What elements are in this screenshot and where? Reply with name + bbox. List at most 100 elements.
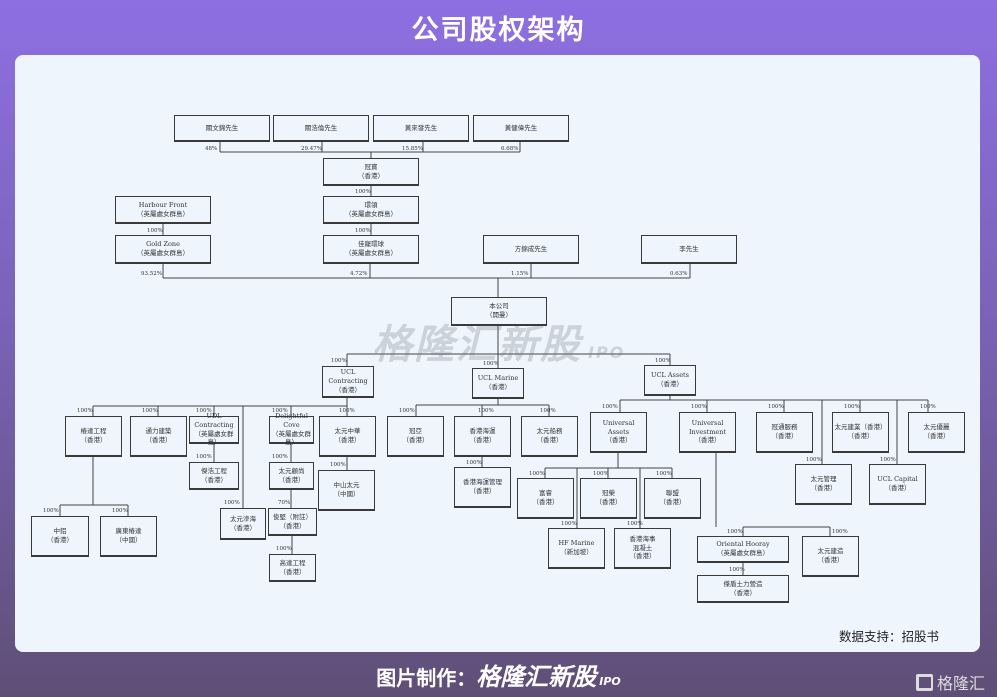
holding-percentage: 93.52% xyxy=(141,271,162,277)
entity-label: 太元船務 xyxy=(536,427,563,436)
holding-percentage: 100% xyxy=(77,408,93,414)
entity-label: （香港） xyxy=(595,498,622,506)
entity-label: 太元建造 xyxy=(817,547,844,556)
entity-box-tygl: 太元管理（香港） xyxy=(795,464,852,505)
entity-label: （香港） xyxy=(847,432,874,440)
entity-box-zsty: 中山太元（中國） xyxy=(318,470,375,511)
entity-label: Contracting xyxy=(328,377,368,386)
entity-box-tygs: 太元顧尚（香港） xyxy=(269,462,314,490)
entity-label: （香港） xyxy=(659,498,686,506)
entity-label: （英屬處女群島） xyxy=(717,549,769,557)
entity-label: （新加坡） xyxy=(560,548,593,556)
entity-label: 高達工程 xyxy=(279,558,306,567)
entity-label: Delightful Cove xyxy=(275,411,308,429)
entity-label: （香港） xyxy=(201,475,227,484)
brand-logo: 格隆汇 xyxy=(915,670,985,694)
entity-label: Oriental Hooray xyxy=(716,540,770,549)
data-source-note: 数据支持：招股书 xyxy=(838,629,939,644)
entity-label: （香港） xyxy=(279,521,306,530)
entity-label: 香港海事 xyxy=(629,534,656,543)
entity-label: 太元滲海 xyxy=(230,514,256,523)
entity-box-tunglik: 通力建築（香港） xyxy=(130,416,187,457)
entity-label: 冠榮 xyxy=(602,489,615,498)
entity-label: Assets xyxy=(607,427,630,436)
holding-percentage: 100% xyxy=(339,408,355,414)
entity-label: 太元管理 xyxy=(810,475,837,484)
entity-box-fong: 方錦成先生 xyxy=(483,235,579,264)
entity-box-hkmc: 香港海事混凝土（香港） xyxy=(614,528,671,569)
entity-label: Universal xyxy=(602,418,635,427)
entity-label: （香港） xyxy=(145,436,172,444)
entity-label: 傑浩工程 xyxy=(201,466,227,475)
entity-box-ucl-marine: UCL Marine（香港） xyxy=(472,368,524,399)
entity-box-kwan-hl: 關浩倫先生 xyxy=(273,115,369,142)
entity-label: 黃來發先生 xyxy=(404,123,438,132)
entity-label: （香港） xyxy=(334,436,361,444)
entity-label: （香港） xyxy=(629,552,656,561)
entity-label: （香港） xyxy=(278,475,305,484)
entity-label: （香港） xyxy=(469,487,496,495)
entity-box-kwan-mk: 關文錦先生 xyxy=(174,115,270,142)
holding-percentage: 100% xyxy=(276,546,292,552)
entity-box-tyyl: 太元優麗（香港） xyxy=(908,412,965,453)
entity-label: 關浩倫先生 xyxy=(304,123,338,132)
holding-percentage: 29.47% xyxy=(301,146,322,152)
entity-label: Investment xyxy=(688,427,727,436)
entity-label: HF Marine xyxy=(558,539,595,548)
holding-percentage: 4.72% xyxy=(350,271,368,277)
entity-label: 混凝土 xyxy=(632,543,653,552)
holding-percentage: 70% xyxy=(278,500,291,506)
entity-box-ucl-assets: UCL Assets（香港） xyxy=(644,365,696,396)
entity-box-tyjz: 太元建造（香港） xyxy=(802,536,859,577)
holding-percentage: 0.63% xyxy=(670,271,688,277)
holding-percentage: 100% xyxy=(602,404,618,410)
entity-label: 李先生 xyxy=(679,244,699,253)
entity-label: 冠亞 xyxy=(409,427,422,436)
entity-label: 太元建業（香港） xyxy=(834,423,887,432)
entity-box-kitho: 傑浩工程（香港） xyxy=(189,462,239,490)
entity-label: （香港） xyxy=(402,436,429,444)
entity-label: （中國） xyxy=(333,490,360,498)
entity-box-hkmm: 香港海運管理（香港） xyxy=(454,467,511,508)
holding-percentage: 15.85% xyxy=(402,146,423,152)
holding-percentage: 100% xyxy=(355,228,371,234)
entity-label: （香港） xyxy=(730,588,756,597)
entity-box-zhonglv: 中鋁（香港） xyxy=(31,516,89,557)
holding-percentage: 1.15% xyxy=(511,271,529,277)
entity-box-gdct: 廣東樁達（中國） xyxy=(100,516,157,557)
entity-box-kitshun: 傑盾土力營造（香港） xyxy=(697,575,789,603)
holding-percentage: 100% xyxy=(768,404,784,410)
entity-label: （香港） xyxy=(335,385,361,394)
entity-box-junjian: 俊堅（附註）（香港） xyxy=(268,508,317,536)
holding-percentage: 100% xyxy=(224,500,240,506)
entity-label: （香港） xyxy=(817,556,844,564)
holding-percentage: 100% xyxy=(196,454,212,460)
entity-label: （中國） xyxy=(115,536,142,544)
entity-box-wanling: 環領（英屬處女群島） xyxy=(323,196,419,224)
holding-percentage: 100% xyxy=(466,460,482,466)
entity-label: （香港） xyxy=(923,432,950,440)
entity-label: 冠寶 xyxy=(364,162,378,171)
entity-label: （英屬處女群島） xyxy=(137,209,189,218)
entity-label: （香港） xyxy=(605,436,632,445)
entity-box-harbour: Harbour Front（英屬處女群島） xyxy=(115,196,211,224)
entity-label: 黃健偉先生 xyxy=(504,123,538,132)
entity-label: （香港） xyxy=(771,432,798,440)
entity-label: （英屬處女群島） xyxy=(345,249,397,257)
holding-percentage: 100% xyxy=(561,521,577,527)
holding-percentage: 6.68% xyxy=(501,146,519,152)
entity-label: （英屬處女群島） xyxy=(272,429,311,447)
holding-percentage: 100% xyxy=(112,508,128,514)
entity-label: （香港） xyxy=(884,484,911,492)
holding-percentage: 100% xyxy=(272,408,288,414)
holding-percentage: 100% xyxy=(655,358,671,364)
entity-label: 中山太元 xyxy=(333,481,360,490)
entity-label: 環領 xyxy=(364,200,378,209)
page-title: 公司股权架构 xyxy=(411,15,586,46)
entity-box-gaoda: 高達工程（香港） xyxy=(269,554,316,582)
